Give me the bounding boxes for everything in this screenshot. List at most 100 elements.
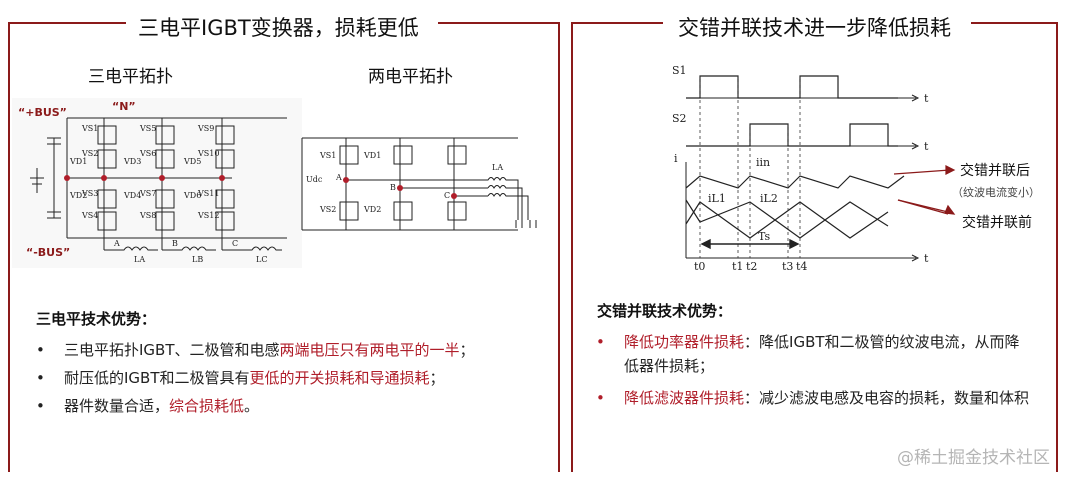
- s1-pulses: [686, 75, 898, 99]
- n-label: “N”: [112, 100, 136, 113]
- three-level-label: 三电平拓扑: [88, 67, 173, 87]
- interleave-advantages-heading: 交错并联技术优势：: [597, 302, 733, 320]
- interleave-advantages-list: • 降低功率器件损耗：降低IGBT和二极管的纹波电流，从而降低器件损耗； • 降低滤…: [594, 330, 1034, 410]
- vs-label-2: VS2: [81, 149, 98, 158]
- vs-label-7: VS7: [139, 189, 156, 198]
- t-axis-label-3: t: [924, 252, 929, 265]
- advantage-text: 器件数量合适，: [64, 397, 170, 415]
- phase-label-c: C: [232, 239, 238, 248]
- two-la-label: LA: [492, 163, 503, 172]
- tick-t1: t1: [732, 260, 743, 272]
- annotation-after-note: （纹波电流变小）: [952, 186, 1040, 199]
- n-nodes: [64, 175, 225, 181]
- advantage-text: 耐压低的IGBT和二极管具有: [64, 369, 250, 387]
- t-axis-label-2: t: [924, 140, 929, 153]
- vd-label-6: VD6: [183, 191, 201, 200]
- annotation-after-label: 交错并联后: [960, 163, 1030, 179]
- two-level-wires: [301, 137, 537, 231]
- circuit-background: [12, 98, 302, 268]
- inductor-label-b: LB: [192, 255, 203, 264]
- t-axis-label-1: t: [924, 92, 929, 105]
- two-level-circuit-diagram: VS1 VS2 VD1 VD2 Udc A B C LA: [301, 137, 537, 231]
- inductor-label-c: LC: [256, 255, 267, 264]
- vd-label-1: VD1: [69, 157, 87, 166]
- right-panel: [571, 22, 1058, 472]
- tick-t0: t0: [694, 260, 705, 272]
- il2-label: iL2: [760, 192, 778, 205]
- bullet-icon: •: [36, 369, 45, 387]
- advantage-tail: ；: [459, 341, 475, 359]
- iin-label: iin: [756, 156, 770, 169]
- two-phase-a: A: [335, 173, 342, 182]
- advantage-item: • 耐压低的IGBT和二极管具有更低的开关损耗和导通损耗；: [34, 368, 554, 388]
- current-il2: [685, 199, 889, 239]
- two-vs1-label: VS1: [319, 151, 336, 160]
- s2-pulses: [686, 123, 898, 147]
- phase-label-b: B: [172, 239, 178, 248]
- bullet-icon: •: [36, 397, 45, 415]
- annotation-before-label: 交错并联前: [962, 215, 1032, 231]
- tick-dashes: [699, 76, 801, 258]
- left-panel-title: 三电平IGBT变换器，损耗更低: [132, 12, 425, 42]
- interleave-advantage-item: • 降低功率器件损耗：降低IGBT和二极管的纹波电流，从而降低器件损耗；: [594, 330, 1034, 378]
- advantage-text: 三电平拓扑IGBT、二极管和电感: [64, 341, 280, 359]
- three-level-circuit-diagram: VS1 VS2 VS3 VS4 VS5 VS6 VS7 VS8 VS9 VS10…: [12, 98, 302, 268]
- two-level-nodes: [343, 177, 457, 199]
- advantage-tail: 。: [244, 397, 260, 415]
- two-vd1-label: VD1: [363, 151, 381, 160]
- interleave-advantage-highlight: 降低功率器件损耗: [624, 333, 745, 351]
- bullet-icon: •: [596, 333, 605, 351]
- s2-label: S2: [672, 112, 687, 125]
- two-udc-label: Udc: [306, 175, 323, 184]
- il1-label: iL1: [708, 192, 726, 205]
- two-phase-b: B: [390, 183, 396, 192]
- vs-label-9: VS9: [197, 124, 214, 133]
- advantage-highlight: 两端电压只有两电平的一半: [279, 341, 460, 359]
- bullet-icon: •: [596, 389, 605, 407]
- bullet-icon: •: [36, 341, 45, 359]
- current-iin: [685, 175, 905, 189]
- three-level-advantages-list: •三电平拓扑IGBT、二极管和电感两端电压只有两电平的一半； •耐压低的IGBT…: [34, 340, 554, 416]
- minus-bus-label: “-BUS”: [26, 246, 70, 259]
- two-phase-c: C: [444, 191, 450, 200]
- vd-label-2: VD2: [69, 191, 87, 200]
- interleave-waveform-diagram: S1 S2 i t t t iin iL1 iL2 Ts t0 t1 t2 t3…: [672, 64, 929, 272]
- vs-label-1: VS1: [81, 124, 98, 133]
- advantage-item: • 器件数量合适，综合损耗低。: [34, 396, 554, 416]
- plus-bus-label: “+BUS”: [18, 106, 67, 119]
- vs-label-3: VS3: [81, 189, 98, 198]
- vd-label-4: VD4: [123, 191, 141, 200]
- right-panel-title: 交错并联技术进一步降低损耗: [672, 12, 957, 42]
- annotation-arrows: [893, 165, 956, 215]
- s1-label: S1: [672, 64, 687, 77]
- interleave-advantage-text: ：降低IGBT和二极管的纹波电流，从而降低器件损耗；: [624, 333, 1020, 375]
- interleave-advantage-highlight: 降低滤波器件损耗: [624, 389, 745, 407]
- vs-label-4: VS4: [81, 211, 98, 220]
- tick-t2: t2: [746, 260, 757, 272]
- vd-label-3: VD3: [123, 157, 141, 166]
- advantage-tail: ；: [429, 369, 445, 387]
- vs-label-6: VS6: [139, 149, 156, 158]
- vs-label-8: VS8: [139, 211, 156, 220]
- watermark: @稀土掘金技术社区: [897, 448, 1050, 468]
- vs-label-10: VS10: [197, 149, 219, 158]
- advantage-item: • 三电平拓扑IGBT、二极管和电感两端电压只有两电平的一半；: [34, 340, 554, 360]
- two-vd2-label: VD2: [363, 205, 381, 214]
- vd-label-5: VD5: [183, 157, 201, 166]
- vs-label-11: VS11: [197, 189, 219, 198]
- vs-label-12: VS12: [197, 211, 219, 220]
- left-panel: [8, 22, 560, 472]
- i-axis-label: i: [674, 152, 678, 165]
- ts-arrow: [700, 238, 800, 250]
- advantage-highlight: 更低的开关损耗和导通损耗: [249, 369, 430, 387]
- three-level-advantages-heading: 三电平技术优势：: [36, 310, 157, 328]
- inductor-label-a: LA: [134, 255, 145, 264]
- interleave-advantage-item: •降低滤波器件损耗：减少滤波电感及电容的损耗，数量和体积: [594, 386, 1034, 410]
- tick-t4: t4: [796, 260, 807, 272]
- vs-label-5: VS5: [139, 124, 156, 133]
- two-vs2-label: VS2: [319, 205, 336, 214]
- two-level-label: 两电平拓扑: [368, 67, 453, 87]
- advantage-highlight: 综合损耗低: [169, 397, 245, 415]
- tick-t3: t3: [782, 260, 793, 272]
- ts-label: Ts: [758, 230, 771, 243]
